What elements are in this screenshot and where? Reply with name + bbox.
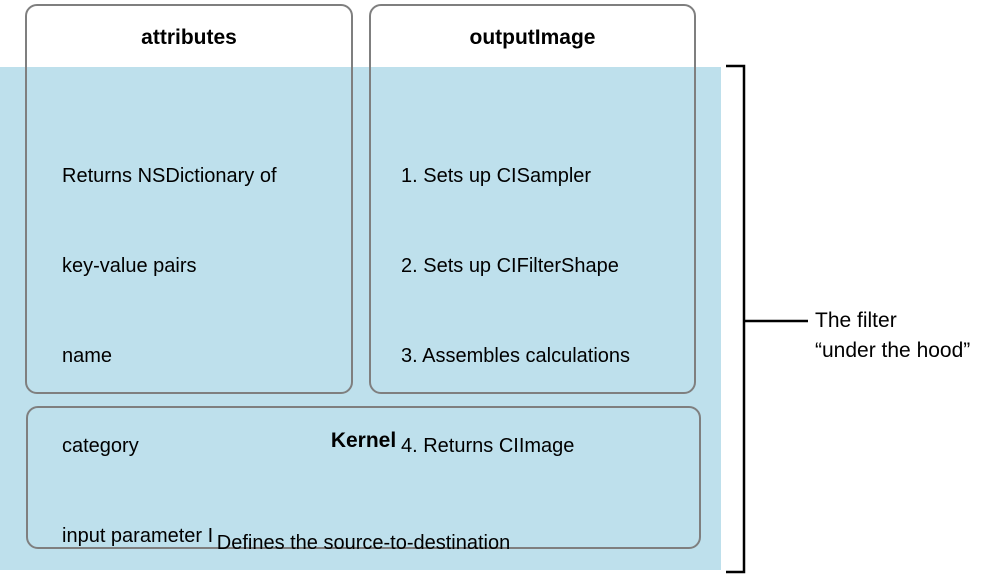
outputimage-step: 4. Returns CIImage	[401, 435, 575, 457]
outputimage-box-body: 1. Sets up CISampler 2. Sets up CIFilter…	[401, 101, 630, 521]
attributes-line: key-value pairs	[62, 255, 197, 277]
outputimage-step: 1. Sets up CISampler	[401, 165, 592, 187]
attributes-line: Returns NSDictionary of	[62, 165, 277, 187]
attributes-box-body: Returns NSDictionary of key-value pairs …	[62, 101, 277, 578]
outputimage-step: 3. Assembles calculations	[401, 345, 631, 367]
filter-highlight-band	[0, 67, 721, 570]
bracket-spine	[726, 64, 746, 574]
bracket-label-line1: The filter	[815, 309, 897, 332]
outputimage-step: 2. Sets up CIFilterShape	[401, 255, 619, 277]
kernel-box-body: Defines the source-to-destination mappin…	[28, 468, 699, 578]
attributes-line: category	[62, 435, 139, 457]
kernel-box: Kernel Defines the source-to-destination…	[26, 406, 701, 554]
bracket-label-line2: “under the hood”	[815, 339, 971, 362]
attributes-box: attributes Returns NSDictionary of key-v…	[25, 4, 353, 547]
attributes-line: name	[62, 345, 113, 367]
kernel-line: Defines the source-to-destination	[216, 532, 511, 554]
attributes-line: input parameter I	[62, 525, 214, 547]
outputimage-box-title: outputImage	[469, 26, 596, 49]
bracket-label: The filter “under the hood”	[815, 306, 970, 366]
attributes-box-title: attributes	[141, 26, 237, 49]
kernel-box-title: Kernel	[330, 429, 397, 452]
outputimage-box: outputImage 1. Sets up CISampler 2. Sets…	[369, 4, 696, 457]
